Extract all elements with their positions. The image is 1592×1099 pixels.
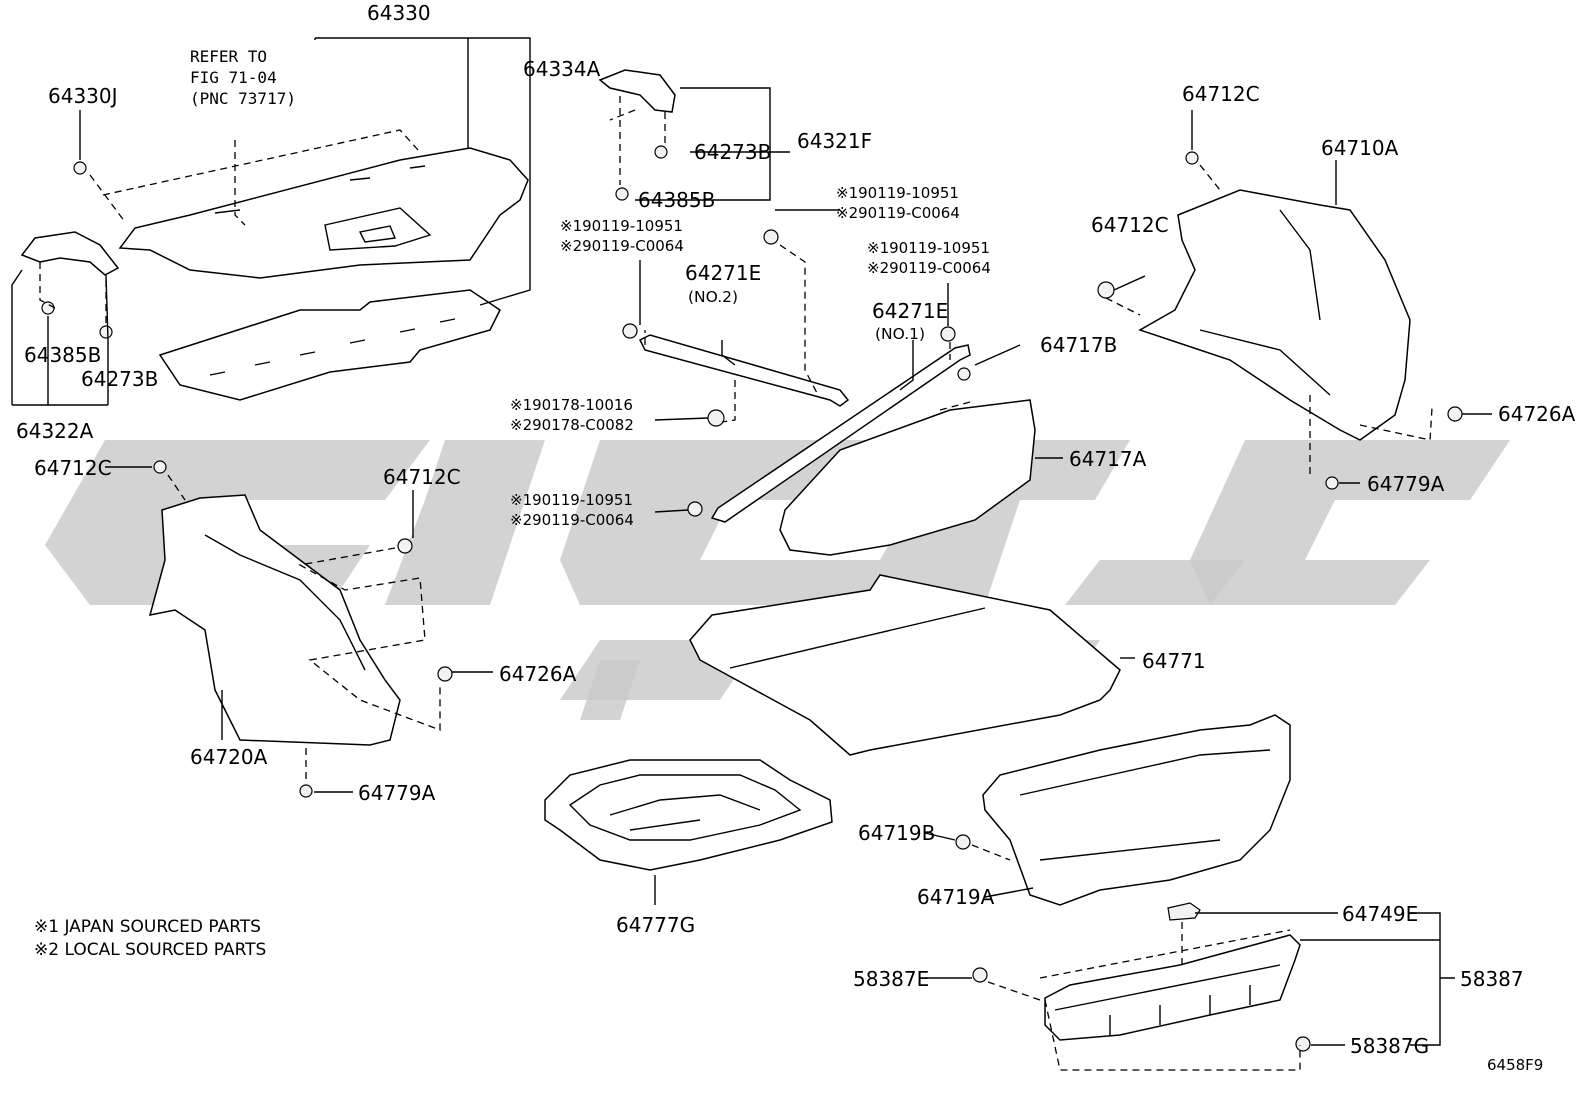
label-64271E-no1: 64271E xyxy=(872,299,948,323)
left-upper-garnish xyxy=(20,231,120,276)
label-64779A-right: 64779A xyxy=(1367,472,1445,496)
code-190119-b: ※190119-10951 xyxy=(560,217,683,235)
spare-tire-box-64777G xyxy=(544,759,833,871)
label-64749E: 64749E xyxy=(1342,902,1418,926)
code-290119-c: ※290119-C0064 xyxy=(867,259,991,277)
code-290119-d: ※290119-C0064 xyxy=(510,511,634,529)
package-tray-insulator xyxy=(158,289,501,401)
code-290178: ※290178-C0082 xyxy=(510,416,634,434)
label-64330: 64330 xyxy=(367,1,431,25)
label-64322A: 64322A xyxy=(16,419,94,443)
source-codes: ※190119-10951 ※290119-C0064 ※190119-1095… xyxy=(510,184,991,529)
label-64385B-center: 64385B xyxy=(638,188,715,212)
refer-note-line2: FIG 71-04 xyxy=(190,68,277,87)
sill-plate-cover-64749E xyxy=(1167,902,1201,921)
label-64712C-right-mid: 64712C xyxy=(1091,213,1169,237)
label-58387: 58387 xyxy=(1460,967,1524,991)
center-cover-64334A xyxy=(598,69,676,113)
note-japan-sourced: ※1 JAPAN SOURCED PARTS xyxy=(34,917,261,937)
label-64720A: 64720A xyxy=(190,745,268,769)
code-190119-a: ※190119-10951 xyxy=(836,184,959,202)
trunk-front-trim-64717A xyxy=(779,399,1036,556)
label-64273B-center: 64273B xyxy=(694,140,771,164)
leader-lines xyxy=(11,37,1492,1046)
label-64771: 64771 xyxy=(1142,649,1206,673)
code-290119-b: ※290119-C0064 xyxy=(560,237,684,255)
label-64385B-left: 64385B xyxy=(24,343,101,367)
label-64321F: 64321F xyxy=(797,129,872,153)
trunk-floor-mat-64771 xyxy=(689,574,1121,756)
label-64271E-no2: 64271E xyxy=(685,261,761,285)
left-quarter-trim-64720A xyxy=(148,494,401,746)
label-64273B-left: 64273B xyxy=(81,367,158,391)
label-64712C-left-mid: 64712C xyxy=(383,465,461,489)
refer-note-line3: (PNC 73717) xyxy=(190,89,296,108)
trunk-lid-trim-64719A xyxy=(982,714,1291,906)
code-190119-c: ※190119-10951 xyxy=(867,239,990,257)
label-64719A: 64719A xyxy=(917,885,995,909)
label-58387G: 58387G xyxy=(1350,1034,1429,1058)
label-64726A-left: 64726A xyxy=(499,662,577,686)
label-64334A: 64334A xyxy=(523,57,601,81)
label-64779A-left: 64779A xyxy=(358,781,436,805)
label-no2: (NO.2) xyxy=(688,288,738,306)
tonneau-rod-no2 xyxy=(638,334,850,407)
label-no1: (NO.1) xyxy=(875,325,925,343)
code-290119-a: ※290119-C0064 xyxy=(836,204,960,222)
code-190178: ※190178-10016 xyxy=(510,396,633,414)
part-labels: 64330 REFER TO FIG 71-04 (PNC 73717) 643… xyxy=(16,1,1576,1074)
dashed-guides xyxy=(39,96,1433,1071)
label-64712C-left: 64712C xyxy=(34,456,112,480)
figure-code: 6458F9 xyxy=(1487,1056,1543,1074)
note-local-sourced: ※2 LOCAL SOURCED PARTS xyxy=(34,940,266,960)
label-64777G: 64777G xyxy=(616,913,695,937)
rear-sill-plate-58387 xyxy=(1044,934,1301,1041)
label-64717A: 64717A xyxy=(1069,447,1147,471)
fasteners xyxy=(41,145,1463,1052)
label-64710A: 64710A xyxy=(1321,136,1399,160)
label-64712C-right-top: 64712C xyxy=(1182,82,1260,106)
label-64717B: 64717B xyxy=(1040,333,1117,357)
package-tray-trim xyxy=(118,147,529,279)
refer-note-line1: REFER TO xyxy=(190,47,267,66)
label-64719B: 64719B xyxy=(858,821,935,845)
code-190119-d: ※190119-10951 xyxy=(510,491,633,509)
right-quarter-trim-64710A xyxy=(1138,189,1411,441)
label-58387E: 58387E xyxy=(853,967,929,991)
label-64726A-right: 64726A xyxy=(1498,402,1576,426)
tonneau-rod-no1 xyxy=(710,344,971,523)
label-64330J: 64330J xyxy=(48,84,118,108)
footnotes: ※1 JAPAN SOURCED PARTS ※2 LOCAL SOURCED … xyxy=(34,917,266,960)
